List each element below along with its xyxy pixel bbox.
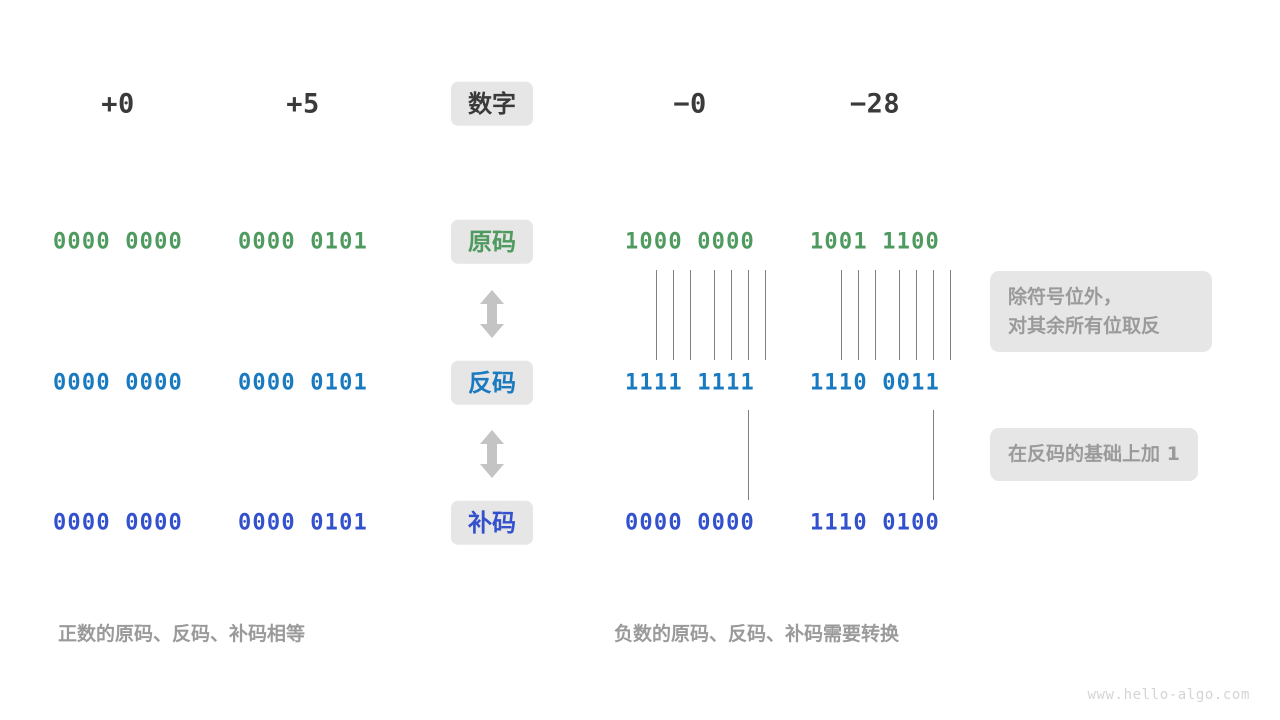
row-label-sign-magnitude: 原码: [451, 219, 533, 265]
carry-link-line: [748, 410, 749, 500]
carry-link-line: [933, 410, 934, 500]
bit-link-line: [714, 270, 715, 360]
column-header-plus-five: +5: [286, 88, 320, 120]
bits-sign-magnitude-plus-five: 0000 0101: [237, 229, 369, 255]
row-label-twos-complement: 补码: [451, 500, 533, 546]
bits-sign-magnitude-plus-zero: 0000 0000: [52, 229, 184, 255]
bit-link-line: [690, 270, 691, 360]
caption-negative: 负数的原码、反码、补码需要转换: [614, 623, 900, 645]
bit-link-line: [858, 270, 859, 360]
bit-link-line: [841, 270, 842, 360]
site-watermark: www.hello-algo.com: [1087, 687, 1250, 703]
bit-link-line: [950, 270, 951, 360]
bits-twos-complement-plus-zero: 0000 0000: [52, 510, 184, 536]
bits-ones-complement-minus-twentyeight: 1110 0011: [809, 370, 941, 396]
bits-sign-magnitude-minus-twentyeight: 1001 1100: [809, 229, 941, 255]
bits-ones-complement-minus-zero: 1111 1111: [624, 370, 756, 396]
ones-to-twos-arrow-icon: [479, 430, 505, 478]
bit-link-line: [656, 270, 657, 360]
row-label-ones-complement: 反码: [451, 360, 533, 406]
bit-link-line: [731, 270, 732, 360]
sign-to-ones-arrow-icon: [479, 290, 505, 338]
bit-link-line: [916, 270, 917, 360]
bit-link-line: [673, 270, 674, 360]
row-label-header-number: 数字: [451, 81, 533, 127]
caption-positive: 正数的原码、反码、补码相等: [58, 623, 306, 645]
bits-ones-complement-plus-five: 0000 0101: [237, 370, 369, 396]
note-add-one: 在反码的基础上加 1: [990, 428, 1198, 481]
bit-link-line: [748, 270, 749, 360]
column-header-minus-zero: −0: [673, 88, 707, 120]
bits-sign-magnitude-minus-zero: 1000 0000: [624, 229, 756, 255]
bits-twos-complement-minus-zero: 0000 0000: [624, 510, 756, 536]
bits-ones-complement-plus-zero: 0000 0000: [52, 370, 184, 396]
bit-link-line: [765, 270, 766, 360]
note-invert-bits: 除符号位外， 对其余所有位取反: [990, 271, 1212, 352]
column-header-minus-twentyeight: −28: [849, 88, 901, 120]
column-header-plus-zero: +0: [101, 88, 135, 120]
bit-link-line: [933, 270, 934, 360]
bits-twos-complement-plus-five: 0000 0101: [237, 510, 369, 536]
bit-link-line: [875, 270, 876, 360]
bits-twos-complement-minus-twentyeight: 1110 0100: [809, 510, 941, 536]
bit-link-line: [899, 270, 900, 360]
